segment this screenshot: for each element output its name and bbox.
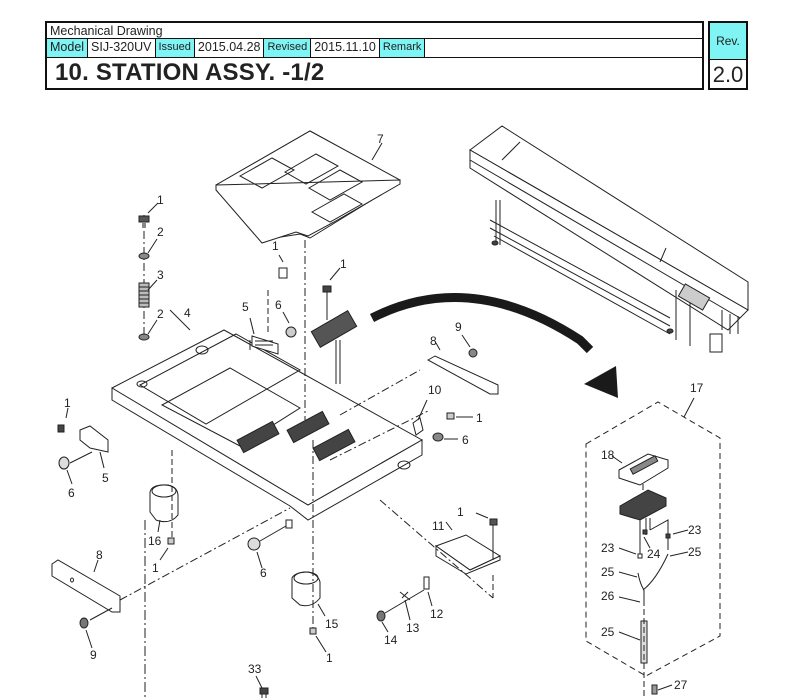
callout: 10 — [428, 383, 442, 397]
callout: 6 — [68, 486, 75, 500]
model-label: Model — [47, 39, 89, 57]
revised-label: Revised — [264, 39, 312, 57]
callout: 15 — [325, 617, 339, 631]
callout: 25 — [688, 545, 702, 559]
callout: 1 — [476, 411, 483, 425]
callout: 11 — [432, 519, 445, 533]
arrow-head — [584, 366, 618, 398]
revised-value: 2015.11.10 — [311, 39, 380, 57]
callout: 23 — [688, 523, 702, 537]
cap-unit — [236, 410, 356, 462]
part-6-lower — [247, 519, 293, 569]
part-8-rail-left — [51, 507, 291, 649]
callout: 6 — [275, 298, 282, 312]
callout: 3 — [157, 268, 164, 282]
callout: 2 — [157, 225, 164, 239]
callout: 4 — [184, 306, 191, 320]
detail-box-17 — [585, 397, 721, 698]
issued-value: 2015.04.28 — [195, 39, 265, 57]
callout: 1 — [457, 505, 464, 519]
part-11-bracket — [379, 499, 502, 599]
callout: 5 — [102, 471, 109, 485]
callout: 8 — [96, 548, 103, 562]
callout: 27 — [674, 678, 688, 692]
part-7-cover-plate — [215, 130, 402, 244]
callout: 13 — [406, 621, 420, 635]
callout: 5 — [242, 300, 249, 314]
callout: 7 — [377, 132, 384, 146]
model-value: SIJ-320UV — [88, 39, 156, 57]
callout: 1 — [157, 193, 164, 207]
remark-label: Remark — [379, 39, 426, 57]
callout: 9 — [90, 648, 97, 662]
part-10-bracket — [412, 399, 473, 442]
callout: 1 — [340, 257, 347, 271]
callout: 26 — [601, 589, 615, 603]
callout: 6 — [260, 566, 267, 580]
page-title: 10. STATION ASSY. -1/2 — [55, 59, 325, 86]
callout: 9 — [455, 320, 462, 334]
part-4-base-frame — [111, 309, 431, 521]
issued-label: Issued — [155, 39, 195, 57]
part-12-13-14 — [376, 576, 433, 633]
callout-labels: 1 2 3 2 4 5 6 1 1 7 8 9 10 1 6 1 5 6 16 … — [64, 132, 704, 692]
detail-arrow — [369, 293, 594, 354]
callout: 1 — [326, 651, 333, 665]
rev-label: Rev. — [710, 23, 746, 60]
callout: 8 — [430, 334, 437, 348]
printer-overview — [469, 125, 749, 353]
revision-box: Rev. 2.0 — [708, 21, 748, 90]
meta-row: Model SIJ-320UV Issued 2015.04.28 Revise… — [47, 39, 702, 58]
callout: 1 — [272, 239, 279, 253]
callout: 14 — [384, 633, 398, 647]
callout: 16 — [148, 534, 162, 548]
callout: 25 — [601, 565, 615, 579]
part-8-rail-right — [426, 334, 499, 395]
part-cap-assembly-center — [304, 240, 358, 420]
callout: 17 — [690, 381, 704, 395]
callout: 25 — [601, 625, 615, 639]
callout: 12 — [430, 607, 444, 621]
callout: 33 — [248, 662, 262, 676]
callout: 2 — [157, 307, 164, 321]
part-15-block — [291, 440, 327, 653]
callout: 6 — [462, 433, 469, 447]
callout: 23 — [601, 541, 615, 555]
callout: 24 — [647, 547, 661, 561]
part-33-screw — [255, 675, 269, 698]
callout: 1 — [152, 561, 159, 575]
part-stack-left — [138, 202, 159, 341]
part-5-bracket-upper — [249, 254, 297, 355]
callout: 18 — [601, 448, 615, 462]
part-5-bracket-left — [57, 407, 109, 485]
callout: 1 — [64, 396, 71, 410]
doc-type: Mechanical Drawing — [47, 23, 702, 39]
title-block: Mechanical Drawing Model SIJ-320UV Issue… — [45, 21, 704, 90]
rev-value: 2.0 — [712, 62, 744, 87]
part-16-block — [144, 450, 179, 698]
